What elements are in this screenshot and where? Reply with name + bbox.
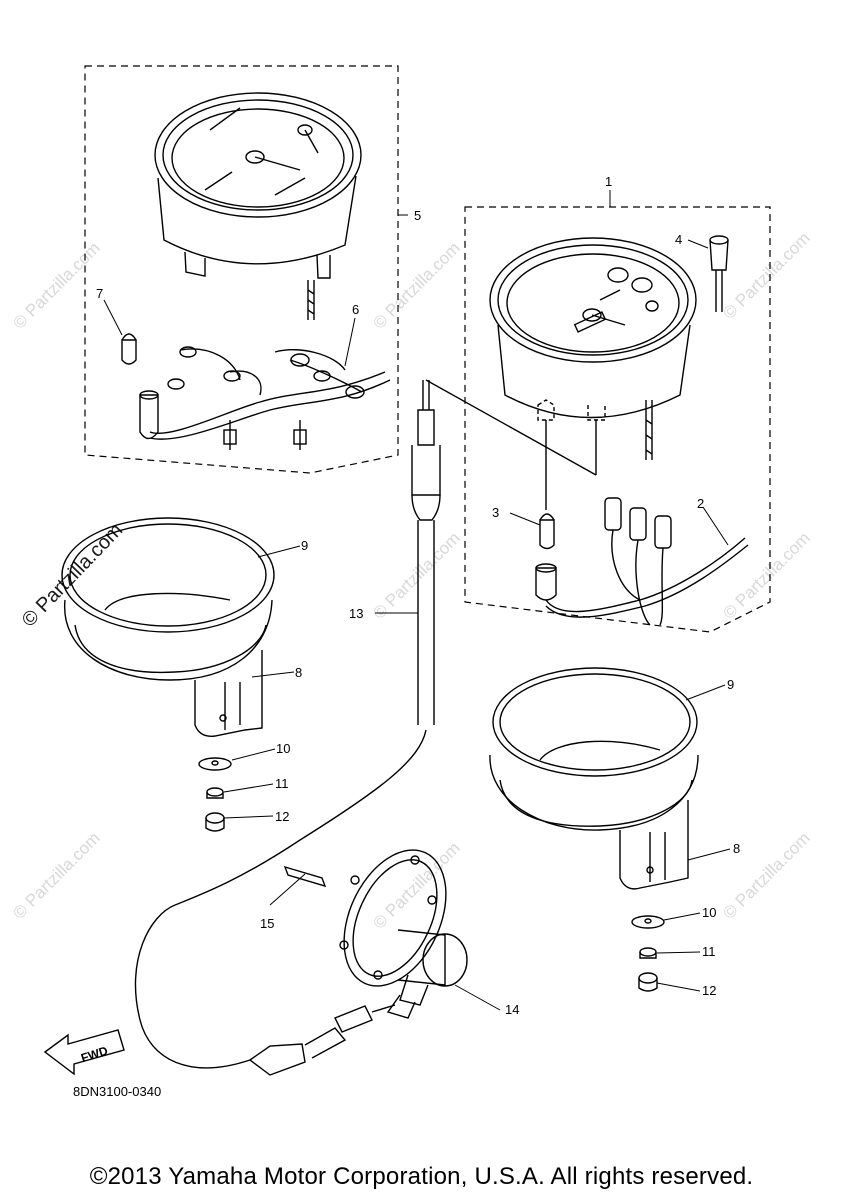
watermark-4: © Partzilla.com (369, 528, 463, 622)
drawing-code: 8DN3100-0340 (73, 1084, 161, 1099)
pin-15 (283, 865, 327, 888)
callout-5: 5 (414, 208, 421, 223)
meter-assembly-1 (425, 237, 697, 510)
fwd-arrow: FWD (43, 1029, 125, 1076)
bracket-8-right (489, 740, 699, 890)
watermark-5: © Partzilla.com (719, 528, 813, 622)
watermark-3: © Partzilla.com (719, 228, 813, 322)
callout-14: 14 (505, 1002, 519, 1017)
callouts: 1 2 3 4 5 6 7 8 8 9 9 10 10 11 11 12 12 … (96, 174, 740, 1017)
callout-1: 1 (605, 174, 612, 189)
fasteners-right (631, 915, 665, 992)
assembly-box-1 (464, 206, 771, 633)
meter-cable-13 (134, 380, 441, 1069)
watermark-strong: © Partzilla.com (18, 519, 127, 631)
callout-9-left: 9 (301, 538, 308, 553)
fwd-label: FWD (79, 1043, 110, 1065)
callout-15: 15 (260, 916, 274, 931)
wire-harness-6 (139, 346, 391, 450)
watermark-1: © Partzilla.com (9, 238, 103, 332)
cable-end-connector (248, 1004, 396, 1076)
wire-harness-2 (535, 497, 749, 626)
watermark-7: © Partzilla.com (369, 838, 463, 932)
assembly-box-5 (84, 65, 399, 474)
callout-7: 7 (96, 286, 103, 301)
watermark-2: © Partzilla.com (369, 238, 463, 332)
callout-3: 3 (492, 505, 499, 520)
meter-assembly-5 (154, 92, 362, 320)
callout-2: 2 (697, 496, 704, 511)
bezel-9-right (492, 667, 698, 777)
callout-12-right: 12 (702, 983, 716, 998)
drive-unit-14 (339, 849, 468, 1019)
watermark-6: © Partzilla.com (9, 828, 103, 922)
leader-lines (103, 190, 731, 1011)
bulb-3 (539, 513, 555, 550)
callout-11-right: 11 (702, 944, 716, 959)
callout-4: 4 (675, 232, 682, 247)
callout-8-right: 8 (733, 841, 740, 856)
bulb-7 (121, 333, 137, 365)
bezel-9-left (61, 517, 275, 633)
callout-10-right: 10 (702, 905, 716, 920)
fasteners-left (198, 757, 232, 832)
callout-13: 13 (349, 606, 363, 621)
callout-9-right: 9 (727, 677, 734, 692)
callout-10-left: 10 (276, 741, 290, 756)
copyright-footer: ©2013 Yamaha Motor Corporation, U.S.A. A… (89, 1163, 754, 1190)
knob-4 (709, 235, 729, 312)
callout-6: 6 (352, 302, 359, 317)
callout-11-left: 11 (275, 776, 289, 791)
callout-8-left: 8 (295, 665, 302, 680)
bracket-8-left (64, 592, 273, 737)
callout-12-left: 12 (275, 809, 289, 824)
